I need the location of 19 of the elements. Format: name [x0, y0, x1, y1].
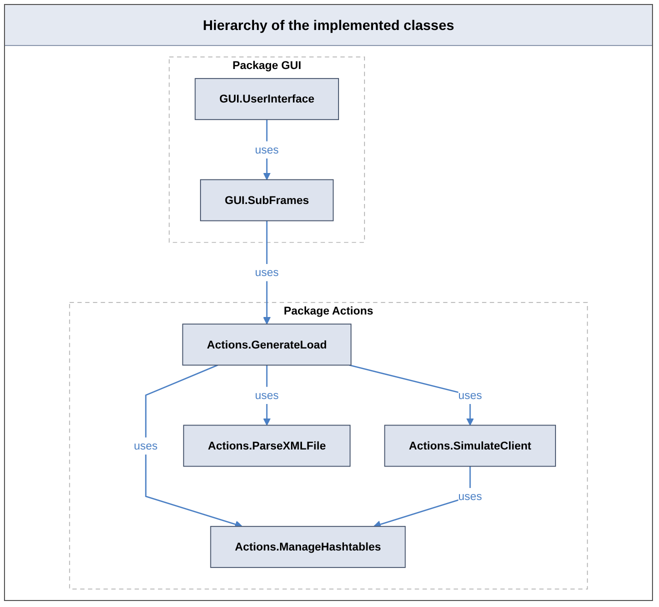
- edge-label: uses: [458, 490, 482, 503]
- arrow: [349, 364, 474, 426]
- arrow: [263, 120, 271, 180]
- node-box: GUI.SubFrames: [200, 179, 334, 222]
- arrow: [373, 466, 471, 528]
- node-box: Actions.ParseXMLFile: [183, 424, 351, 467]
- arrow: [145, 364, 242, 528]
- arrow: [263, 220, 271, 324]
- edge-label: uses: [254, 388, 279, 402]
- node-box: Actions.SimulateClient: [384, 424, 556, 467]
- node-box: Actions.GenerateLoad: [182, 324, 352, 366]
- edge-label: uses: [254, 142, 279, 156]
- edge-label: uses: [254, 266, 279, 279]
- arrow: [263, 365, 271, 426]
- edge-label: uses: [134, 439, 158, 452]
- diagram-title: Hierarchy of the implemented classes: [5, 5, 652, 46]
- node-box: Actions.ManageHashtables: [210, 526, 406, 568]
- edge-label: uses: [458, 388, 482, 402]
- node-box: GUI.UserInterface: [194, 78, 339, 120]
